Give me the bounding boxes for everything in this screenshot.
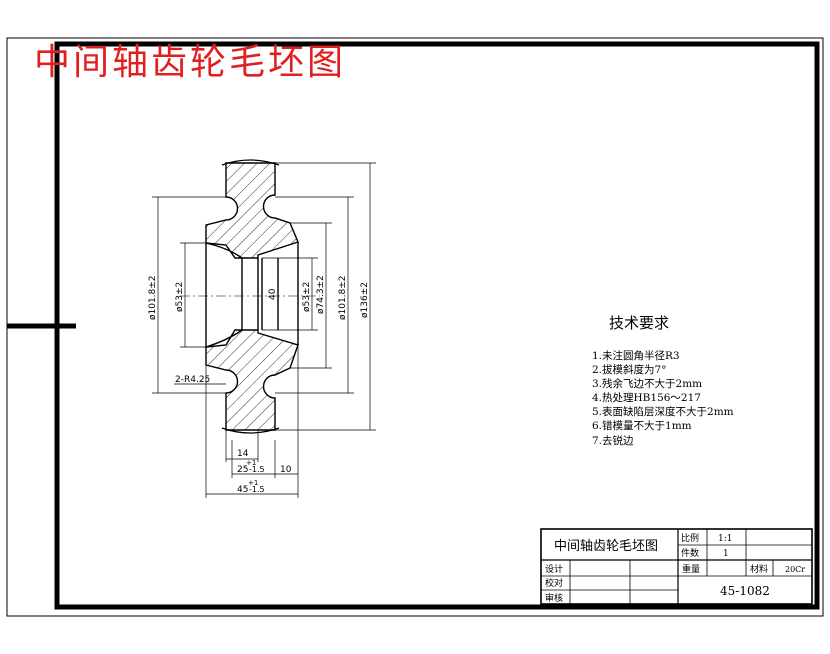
tech-item-5: 5.表面缺陷层深度不大于2mm	[592, 405, 734, 418]
dim-w45-lower: -1.5	[249, 485, 265, 494]
lower-half-section	[205, 329, 299, 431]
dimension-lines	[152, 162, 376, 498]
title-block-scale-label: 比例	[681, 532, 699, 544]
tooth-crest-bottom	[221, 427, 280, 434]
title-block-weight-label: 重量	[682, 563, 700, 575]
dim-d101-left: ø101.8±2	[148, 275, 158, 320]
upper-half-section	[205, 162, 299, 259]
title-block-review-label: 审核	[545, 592, 563, 604]
title-block-count-label: 件数	[681, 547, 699, 559]
tech-item-3: 3.残余飞边不大于2mm	[592, 377, 702, 390]
tech-item-6: 6.错模量不大于1mm	[592, 419, 692, 432]
dim-w14: 14	[237, 449, 249, 459]
title-block-check-label: 校对	[545, 577, 563, 589]
tech-item-1: 1.未注圆角半径R3	[592, 349, 680, 362]
dim-d53-right: ø53±2	[302, 282, 312, 312]
dim-width-40: 40	[268, 288, 278, 300]
title-block	[540, 528, 813, 605]
dim-d74: ø74.3±2	[316, 275, 326, 314]
dim-w25: 25	[237, 465, 248, 475]
title-block-scale-value: 1:1	[718, 534, 732, 544]
bore-outline-right	[257, 242, 299, 345]
dim-d136: ø136±2	[360, 282, 370, 318]
dim-w25-upper: +1	[246, 459, 256, 467]
dim-w10: 10	[280, 465, 292, 475]
inner-frame	[54, 41, 820, 610]
dim-d53-left: ø53±2	[175, 282, 185, 312]
tech-heading: 技术要求	[609, 314, 669, 332]
dim-w25-lower: -1.5	[249, 465, 265, 474]
tech-item-2: 2.拔模斜度为7°	[592, 363, 666, 376]
title-block-drawing-no: 45-1082	[720, 584, 770, 598]
tech-requirements: 技术要求 1.未注圆角半径R3 2.拔模斜度为7° 3.残余飞边不大于2mm 4…	[592, 314, 734, 447]
bore-outline	[205, 242, 243, 348]
tooth-crest-top	[221, 159, 280, 166]
title-block-design-label: 设计	[545, 563, 563, 575]
title-block-material-value: 20Cr	[785, 565, 805, 574]
title-block-material-label: 材料	[750, 563, 768, 575]
tech-item-7: 7.去锐边	[592, 434, 634, 447]
tech-item-4: 4.热处理HB156～217	[592, 391, 701, 404]
title-block-count-value: 1	[723, 549, 729, 559]
dim-w45-upper: +1	[248, 479, 258, 487]
sheet-title: 中间轴齿轮毛坯图	[34, 42, 346, 83]
dim-d101-right: ø101.8±2	[338, 275, 348, 320]
dim-w45: 45	[237, 485, 248, 495]
dim-radius: 2-R4.25	[175, 375, 210, 385]
title-block-name: 中间轴齿轮毛坯图	[554, 539, 658, 554]
part-section	[180, 159, 320, 434]
